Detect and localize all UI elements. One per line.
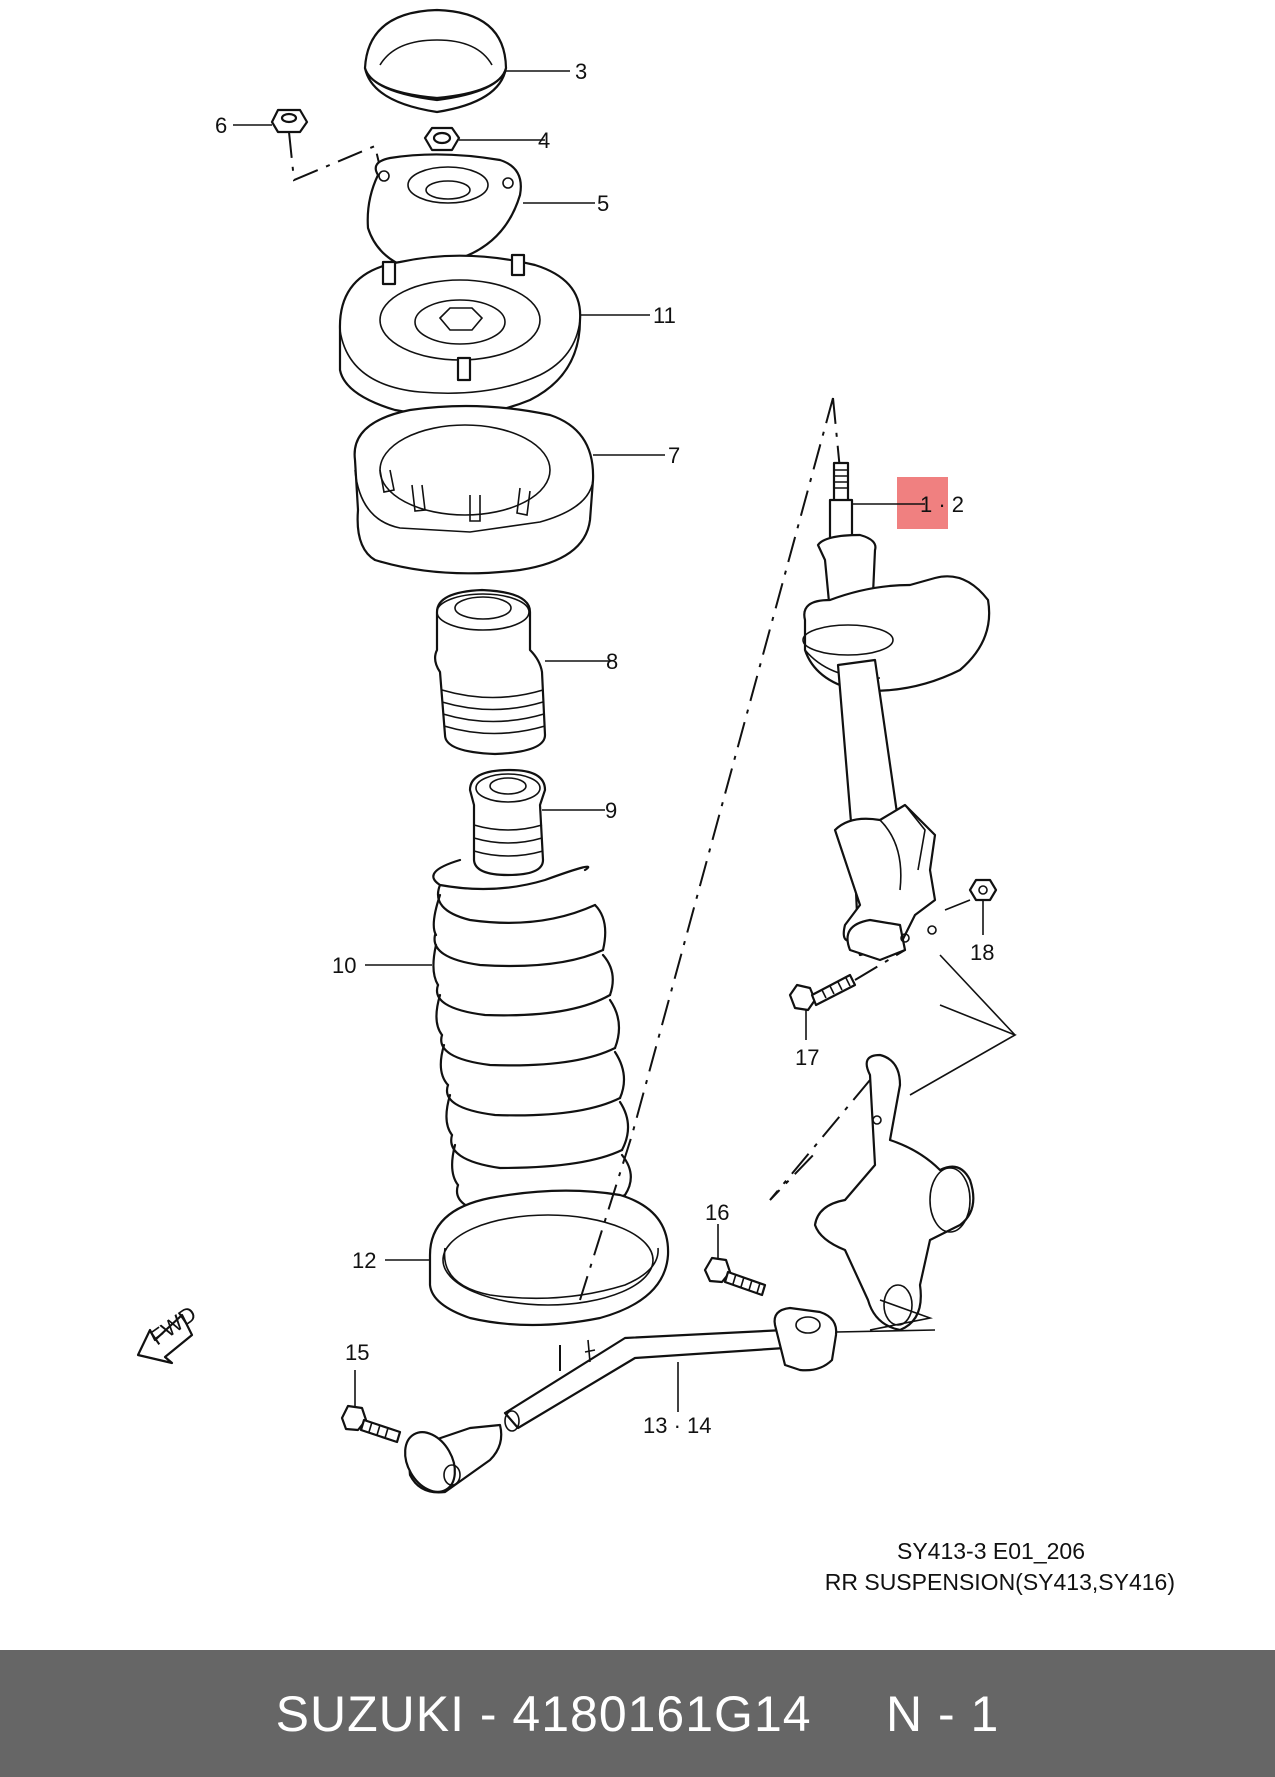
part-16-bolt <box>703 1256 767 1297</box>
callout-13-14: 13 · 14 <box>643 1413 712 1438</box>
callout-1-2: 1 · 2 <box>920 492 964 517</box>
diagram-title: RR SUSPENSION(SY413,SY416) <box>824 1569 1175 1595</box>
part-9-bump-stopper <box>468 768 547 877</box>
callout-5: 5 <box>597 191 609 216</box>
callout-8: 8 <box>606 649 618 674</box>
part-4-nut <box>423 126 461 152</box>
fwd-arrow-icon: FWD <box>136 1301 201 1365</box>
callout-7: 7 <box>668 443 680 468</box>
part-6-nut <box>270 108 309 134</box>
part-15-bolt <box>340 1404 402 1444</box>
part-11-upper-seat <box>338 253 582 417</box>
part-10-coil-spring <box>432 858 632 1218</box>
part-7-rubber-seat <box>353 404 595 575</box>
callout-18: 18 <box>970 940 994 965</box>
callout-9: 9 <box>605 798 617 823</box>
part-1-2-strut-assembly <box>802 461 991 962</box>
callout-16: 16 <box>705 1200 729 1225</box>
callout-4: 4 <box>538 128 550 153</box>
callout-15: 15 <box>345 1340 369 1365</box>
callout-17: 17 <box>795 1045 819 1070</box>
part-13-14-lateral-rod <box>503 1306 936 1432</box>
lateral-rod-bushing <box>404 1423 503 1494</box>
callout-6: 6 <box>215 113 227 138</box>
callout-10: 10 <box>332 953 356 978</box>
part-17-bolt <box>788 973 857 1012</box>
part-5-strut-mount <box>366 153 522 268</box>
callout-12: 12 <box>352 1248 376 1273</box>
suspension-exploded-diagram: FWD 3 4 5 6 11 7 8 9 10 12 1 · 2 18 17 1… <box>136 8 1017 1494</box>
part-8-bump-boot <box>433 588 547 756</box>
part-12-lower-seat <box>428 1189 670 1327</box>
part-18-nut <box>968 878 998 902</box>
callout-highlight <box>897 477 948 529</box>
callout-11: 11 <box>653 303 676 328</box>
diagram-code: SY413-3 E01_206 <box>897 1538 1085 1564</box>
footer-text: SUZUKI - 4180161G14 N - 1 <box>275 1685 1000 1742</box>
callout-3: 3 <box>575 59 587 84</box>
part-number-footer: SUZUKI - 4180161G14 N - 1 <box>0 1650 1275 1777</box>
part-3-dust-cap <box>363 8 508 114</box>
rear-knuckle <box>813 1053 975 1332</box>
